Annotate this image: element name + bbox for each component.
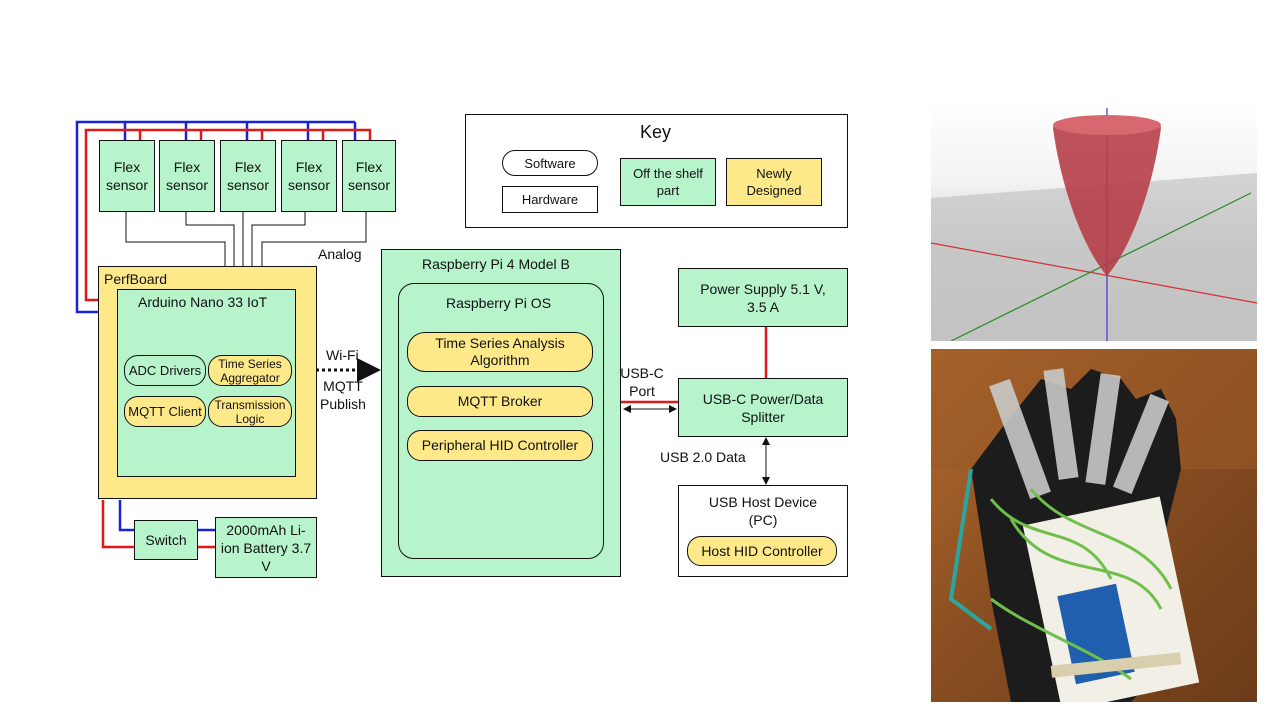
flex-sensor-3: Flex sensor: [220, 140, 276, 212]
flex-sensor-1: Flex sensor: [99, 140, 155, 212]
pi-os: [398, 283, 604, 559]
peripheral-hid-controller: Peripheral HID Controller: [407, 430, 593, 461]
key-newly-designed: Newly Designed: [726, 158, 822, 206]
usb-data-label: USB 2.0 Data: [660, 449, 746, 465]
key-software: Software: [502, 150, 598, 176]
sensor-glove-photo: [931, 349, 1257, 702]
analog-label: Analog: [318, 246, 362, 262]
mqtt-client: MQTT Client: [124, 396, 206, 427]
mqtt-broker: MQTT Broker: [407, 386, 593, 417]
usbc-port-label: USB-C Port: [620, 365, 664, 399]
flex-sensor-5: Flex sensor: [342, 140, 396, 212]
adc-drivers: ADC Drivers: [124, 355, 206, 386]
wifi-label: Wi-Fi: [326, 347, 359, 363]
mqtt-publish-label: MQTT Publish: [320, 378, 366, 412]
time-series-aggregator: Time Series Aggregator: [208, 355, 292, 386]
transmission-logic: Transmission Logic: [208, 396, 292, 427]
key-off-the-shelf: Off the shelf part: [620, 158, 716, 206]
usbc-splitter: USB-C Power/Data Splitter: [678, 378, 848, 437]
arduino-title: Arduino Nano 33 IoT: [138, 294, 268, 310]
flex-sensor-2: Flex sensor: [159, 140, 215, 212]
flex-sensor-4: Flex sensor: [281, 140, 337, 212]
key-hardware: Hardware: [502, 186, 598, 213]
key-title: Key: [640, 122, 672, 142]
analog-signal-lines: [125, 212, 367, 285]
pi-title: Raspberry Pi 4 Model B: [422, 256, 570, 272]
host-hid-controller: Host HID Controller: [687, 536, 837, 566]
perfboard-title: PerfBoard: [104, 271, 168, 287]
time-series-analysis: Time Series Analysis Algorithm: [407, 332, 593, 372]
pi-os-title: Raspberry Pi OS: [446, 295, 552, 311]
paraboloid-3d-plot: [931, 98, 1257, 341]
usb-host-title: USB Host Device (PC): [708, 494, 818, 528]
red-power-bus: [84, 128, 768, 549]
battery: 2000mAh Li-ion Battery 3.7 V: [215, 517, 317, 578]
switch: Switch: [134, 520, 198, 560]
power-supply: Power Supply 5.1 V, 3.5 A: [678, 268, 848, 327]
